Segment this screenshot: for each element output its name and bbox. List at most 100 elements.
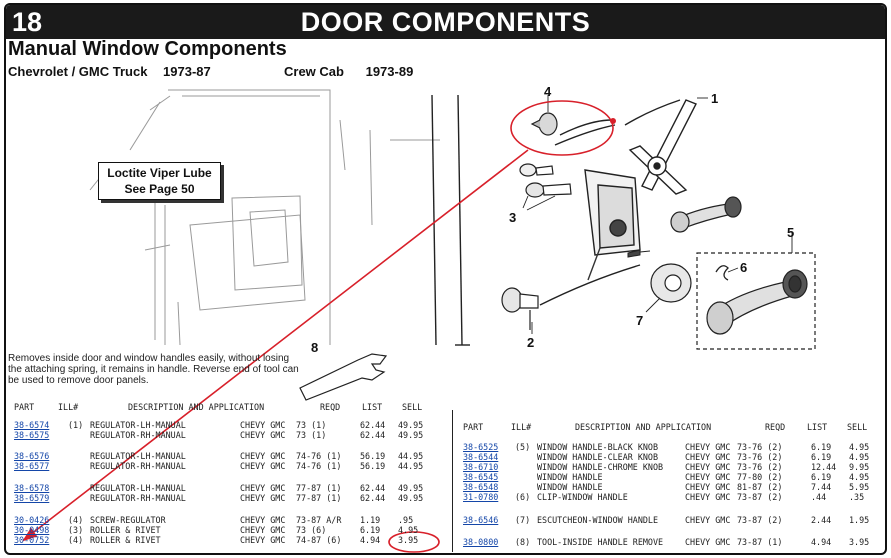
- col-header-reqd: REQD: [320, 402, 341, 412]
- door-outline: [89, 89, 440, 346]
- sell-price: 44.95: [398, 451, 424, 461]
- part-number-link[interactable]: 38-6578: [14, 483, 50, 493]
- list-price: 12.44: [811, 462, 837, 472]
- part-description: REGULATOR-LH-MANUAL: [90, 483, 186, 493]
- ill-number: (1): [68, 420, 84, 430]
- window-handle-small: [670, 196, 742, 233]
- part-number-link[interactable]: 30-0752: [14, 535, 50, 545]
- part-number-link[interactable]: 38-6710: [463, 462, 499, 472]
- ill-number: (4): [68, 535, 84, 545]
- sell-price: 9.95: [849, 462, 870, 472]
- part-description: WINDOW HANDLE-CHROME KNOB: [537, 462, 664, 472]
- part-number-link[interactable]: 38-0800: [463, 537, 499, 547]
- vehicle-right: Crew Cab 1973-89: [284, 64, 413, 79]
- required-qty: 73 (1): [296, 420, 327, 430]
- roller-rivet-part: [519, 163, 572, 198]
- list-price: .44: [811, 492, 827, 502]
- part-number-link[interactable]: 31-0780: [463, 492, 499, 502]
- lube-callout-line2: See Page 50: [124, 182, 195, 196]
- col-header-description: DESCRIPTION AND APPLICATION: [128, 402, 265, 412]
- sell-price: 3.95: [398, 535, 419, 545]
- required-qty: 81-87 (2): [737, 482, 783, 492]
- sell-price: 49.95: [398, 420, 424, 430]
- application: CHEVY GMC: [685, 492, 731, 502]
- part-number-link[interactable]: 38-6544: [463, 452, 499, 462]
- required-qty: 73-76 (2): [737, 442, 783, 452]
- application: CHEVY GMC: [240, 493, 286, 503]
- ill-number: (5): [515, 442, 531, 452]
- handle-tool: [299, 353, 388, 401]
- required-qty: 73-87 (1): [737, 537, 783, 547]
- part-description: WINDOW HANDLE-CLEAR KNOB: [537, 452, 659, 462]
- required-qty: 77-87 (1): [296, 493, 342, 503]
- part-number-link[interactable]: 38-6545: [463, 472, 499, 482]
- callout-5: 5: [787, 225, 794, 240]
- clip-part: [715, 265, 729, 281]
- col-header-part: PART: [463, 422, 484, 432]
- application: CHEVY GMC: [240, 420, 286, 430]
- application: CHEVY GMC: [685, 462, 731, 472]
- leader-lines: [522, 95, 793, 334]
- required-qty: 74-76 (1): [296, 461, 342, 471]
- required-qty: 73-87 (2): [737, 515, 783, 525]
- part-number-link[interactable]: 38-6577: [14, 461, 50, 471]
- application: CHEVY GMC: [685, 442, 731, 452]
- required-qty: 77-80 (2): [737, 472, 783, 482]
- sell-price: 44.95: [398, 461, 424, 471]
- required-qty: 73-87 (2): [737, 492, 783, 502]
- vehicle-left-years: 1973-87: [163, 64, 211, 79]
- door-frame: [431, 94, 470, 346]
- part-description: SCREW-REGULATOR: [90, 515, 166, 525]
- callout-7: 7: [636, 313, 643, 328]
- part-number-link[interactable]: 38-6575: [14, 430, 50, 440]
- callout-2: 2: [527, 335, 534, 350]
- part-description: REGULATOR-LH-MANUAL: [90, 420, 186, 430]
- regulator-assembly: [539, 99, 697, 306]
- part-number-link[interactable]: 38-6574: [14, 420, 50, 430]
- tool-description: Removes inside door and window handles e…: [8, 353, 299, 386]
- col-header-part: PART: [14, 402, 35, 412]
- required-qty: 73-76 (2): [737, 452, 783, 462]
- application: CHEVY GMC: [685, 472, 731, 482]
- col-header-sell: SELL: [847, 422, 868, 432]
- sell-price: .95: [398, 515, 414, 525]
- list-price: 4.94: [811, 537, 832, 547]
- list-price: 56.19: [360, 451, 386, 461]
- sell-price: .35: [849, 492, 865, 502]
- part-number-link[interactable]: 38-6579: [14, 493, 50, 503]
- ill-number: (7): [515, 515, 531, 525]
- application: CHEVY GMC: [685, 515, 731, 525]
- lube-callout-line1: Loctite Viper Lube: [107, 166, 212, 180]
- callout-1: 1: [711, 91, 718, 106]
- application: CHEVY GMC: [685, 537, 731, 547]
- part-number-link[interactable]: 38-6576: [14, 451, 50, 461]
- col-header-reqd: REQD: [765, 422, 786, 432]
- highlight-circle-top: [510, 100, 614, 156]
- part-description: REGULATOR-RH-MANUAL: [90, 430, 186, 440]
- part-number-link[interactable]: 38-6546: [463, 515, 499, 525]
- part-number-link[interactable]: 38-6548: [463, 482, 499, 492]
- part-description: TOOL-INSIDE HANDLE REMOVE: [537, 537, 664, 547]
- required-qty: 73-76 (2): [737, 462, 783, 472]
- list-price: 56.19: [360, 461, 386, 471]
- part-number-link[interactable]: 30-0498: [14, 525, 50, 535]
- list-price: 6.19: [811, 472, 832, 482]
- callout-6: 6: [740, 260, 747, 275]
- section-title: Manual Window Components: [8, 38, 287, 60]
- part-number-link[interactable]: 38-6525: [463, 442, 499, 452]
- list-price: 2.44: [811, 515, 832, 525]
- left-parts-table: PART ILL# DESCRIPTION AND APPLICATION RE…: [14, 402, 444, 552]
- part-description: CLIP-WINDOW HANDLE: [537, 492, 628, 502]
- col-header-list: LIST: [362, 402, 383, 412]
- list-price: 6.19: [360, 525, 381, 535]
- list-price: 62.44: [360, 420, 386, 430]
- required-qty: 73 (1): [296, 430, 327, 440]
- part-description: ROLLER & RIVET: [90, 535, 161, 545]
- list-price: 62.44: [360, 493, 386, 503]
- vehicle-right-name: Crew Cab: [284, 64, 344, 79]
- callout-8: 8: [311, 340, 318, 355]
- application: CHEVY GMC: [685, 482, 731, 492]
- part-number-link[interactable]: 30-0426: [14, 515, 50, 525]
- part-description: REGULATOR-LH-MANUAL: [90, 451, 186, 461]
- handle-group-box: [696, 252, 816, 350]
